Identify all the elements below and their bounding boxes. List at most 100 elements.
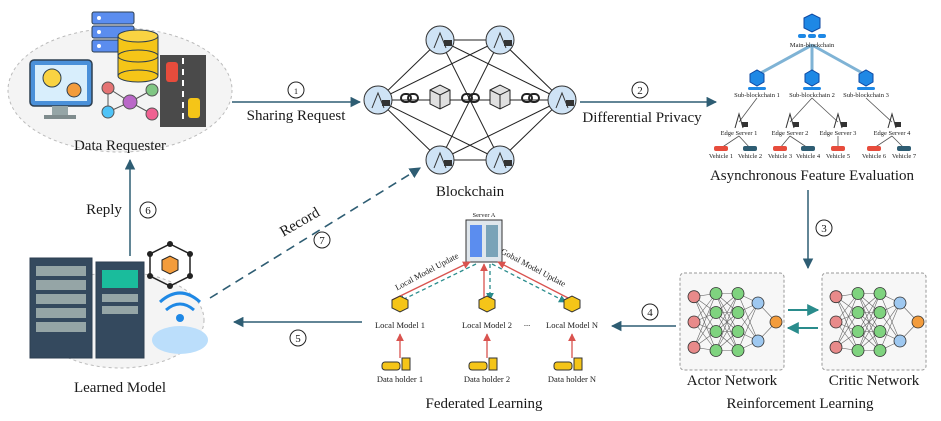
async-tree-group: Main-blockchain Sub-blockchain 1 Sub-blo… (709, 13, 917, 184)
network-edge (715, 293, 739, 351)
step-7-number: 7 (319, 235, 325, 247)
network-neuron (751, 296, 765, 310)
network-edge (715, 293, 739, 332)
global-to-local-line (397, 263, 477, 303)
ellipsis-label: ... (524, 318, 530, 328)
step-7-arrow: Record 7 (209, 167, 421, 299)
network-neuron (873, 344, 887, 357)
network-neuron (893, 334, 907, 348)
network-neuron (687, 290, 701, 304)
vehicle-icon (801, 146, 815, 151)
vehicle-icon (714, 146, 728, 151)
network-graph-icon (101, 81, 159, 121)
network-neuron (731, 344, 745, 357)
server-rack-icon (29, 257, 145, 359)
vehicle-label: Vehicle 2 (738, 153, 762, 160)
edge-server-icon (785, 112, 799, 129)
blockchain-node (547, 85, 577, 115)
rl-group: Actor Network Critic Network Reinforceme… (679, 272, 927, 412)
data-holder-icon (381, 357, 411, 371)
vehicle-icon (743, 146, 757, 151)
network-neuron (709, 325, 723, 338)
network-neuron (751, 334, 765, 348)
fl-label: Federated Learning (425, 396, 543, 412)
vehicle-label: Vehicle 7 (892, 153, 917, 160)
network-edge (835, 293, 859, 348)
data-holder-label: Data holder N (548, 374, 596, 384)
server-a-label: Server A (473, 212, 496, 219)
network-neuron (829, 315, 843, 329)
network-neuron (731, 287, 745, 300)
network-neuron (709, 306, 723, 319)
local-model-label: Local Model N (546, 320, 598, 330)
blockchain-node (425, 145, 455, 175)
network-neuron (873, 287, 887, 300)
network-neuron (873, 306, 887, 319)
network-edge (857, 293, 881, 332)
network-neuron (873, 325, 887, 338)
network-neuron (893, 296, 907, 310)
data-requester-group: Data Requester (7, 11, 233, 154)
sub-blockchain-label: Sub-blockchain 3 (843, 92, 889, 99)
critic-network-label: Critic Network (829, 373, 920, 389)
sub-blockchain-icon (803, 69, 821, 90)
local-model-icon (478, 295, 496, 313)
edge-server-label: Edge Server 4 (874, 130, 912, 137)
network-neuron (851, 344, 865, 357)
step-3-arrow: 3 (802, 190, 833, 270)
step-1-arrow: 1 Sharing Request (232, 81, 362, 124)
edge-server-label: Edge Server 3 (820, 130, 857, 137)
network-neuron (731, 325, 745, 338)
edge-server-label: Edge Server 2 (772, 130, 809, 137)
actor-network-label: Actor Network (687, 373, 778, 389)
data-holder-label: Data holder 1 (377, 374, 423, 384)
critic-network-graph (829, 287, 925, 357)
network-edge (693, 312, 717, 348)
block-cube-icon (489, 84, 511, 110)
step-2-label: Differential Privacy (582, 110, 702, 126)
network-edge (857, 312, 881, 351)
rl-label: Reinforcement Learning (726, 396, 874, 412)
network-edge (693, 296, 717, 332)
network-neuron (851, 325, 865, 338)
local-update-line (391, 261, 471, 301)
async-eval-label: Asynchronous Feature Evaluation (710, 168, 915, 184)
network-neuron (911, 315, 925, 329)
blockchain-node (425, 25, 455, 55)
network-edge (835, 312, 859, 348)
network-edge (835, 296, 859, 351)
data-holder-icon (468, 357, 498, 371)
main-blockchain-label: Main-blockchain (790, 42, 835, 49)
step-6-label: Reply (86, 202, 122, 218)
blockchain-node (485, 145, 515, 175)
data-holder-icon (553, 357, 583, 371)
network-edge (879, 302, 901, 351)
sub-blockchain-label: Sub-blockchain 2 (789, 92, 835, 99)
vehicle-label: Vehicle 3 (768, 153, 792, 160)
network-neuron (829, 290, 843, 304)
network-neuron (709, 344, 723, 357)
step-2-number: 2 (637, 85, 643, 97)
actor-network-graph (687, 287, 783, 357)
vehicle-icon (897, 146, 911, 151)
vehicle-label: Vehicle 4 (796, 153, 821, 160)
chain-link-icon (400, 93, 540, 103)
sub-blockchain-icon (748, 69, 766, 90)
vehicle-label: Vehicle 5 (826, 153, 850, 160)
local-model-icon (563, 295, 581, 313)
step-5-arrow: 5 (232, 316, 362, 347)
model-hexagon-icon (147, 241, 193, 289)
step-2-arrow: 2 Differential Privacy (580, 81, 718, 126)
network-neuron (687, 340, 701, 354)
step-3-number: 3 (821, 223, 827, 235)
network-neuron (769, 315, 783, 329)
network-edge (715, 312, 739, 351)
network-neuron (851, 287, 865, 300)
network-neuron (731, 306, 745, 319)
data-holder-label: Data holder 2 (464, 374, 510, 384)
vehicle-icon (831, 146, 845, 151)
fl-group: Server A Local Model Update Gobal Model … (375, 212, 598, 412)
sub-blockchain-label: Sub-blockchain 1 (734, 92, 780, 99)
network-edge (857, 293, 881, 351)
step-4-arrow: 4 (610, 303, 676, 332)
